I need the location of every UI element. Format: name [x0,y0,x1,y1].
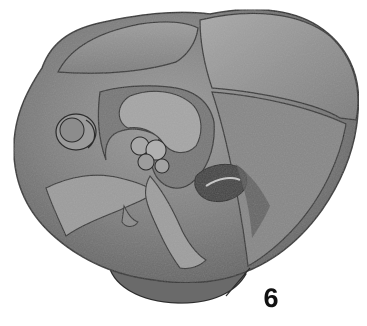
left-ring-inner [60,118,84,142]
nodule [155,159,169,173]
nodule [138,154,154,170]
panel-number-label: 6 [256,283,286,313]
